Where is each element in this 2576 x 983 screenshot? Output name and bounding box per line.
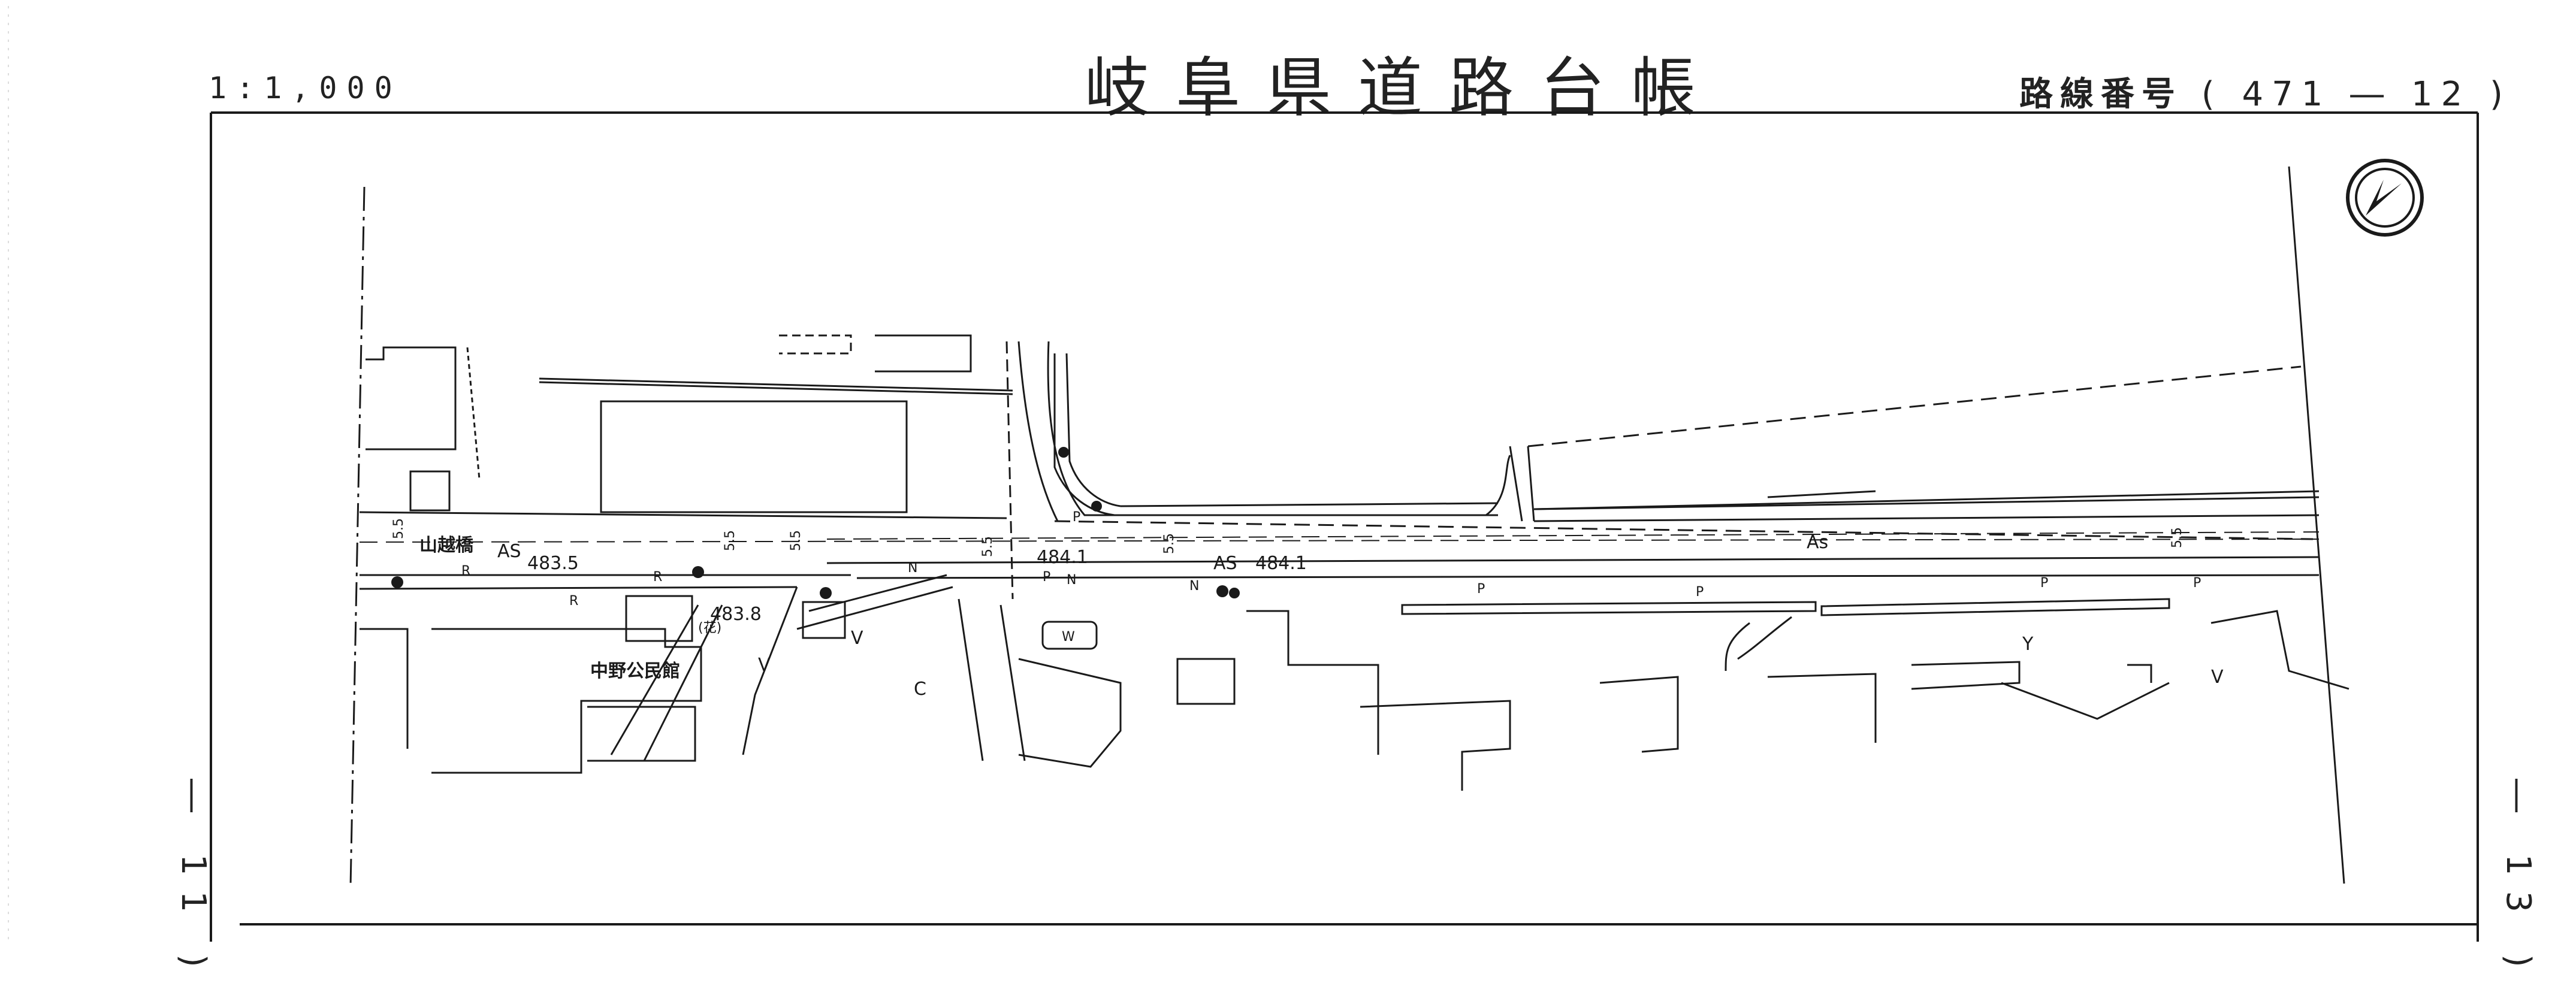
land-use-mark: Y bbox=[2022, 634, 2034, 655]
land-use-mark: V bbox=[2211, 667, 2224, 688]
building-outlines bbox=[360, 334, 2349, 791]
route-number: 路線番号 ( 471 ― 12 ) bbox=[2019, 67, 2511, 116]
width-label: 5.5 bbox=[391, 518, 406, 539]
road-edges bbox=[359, 341, 2320, 590]
symbol-label: P bbox=[1043, 570, 1050, 585]
width-label: 5.5 bbox=[2170, 527, 2185, 548]
route-number-label: 路線番号 bbox=[2019, 75, 2182, 114]
symbol-label: R bbox=[653, 570, 662, 585]
land-use-mark: C bbox=[914, 679, 926, 700]
road-boundary-dashed bbox=[1054, 365, 2314, 540]
symbol-label: P bbox=[1696, 585, 1704, 600]
surface-label: As bbox=[1807, 532, 1828, 553]
symbol-label: P bbox=[2040, 576, 2048, 591]
symbol-label: N bbox=[1067, 573, 1076, 588]
elevation-label: 484.1 bbox=[1037, 547, 1088, 568]
road-ledger-map: 山越橋 中野公民館 483.5 483.8 484.1 484.1 AS AS … bbox=[8, 6, 2479, 942]
sheet-boundaries bbox=[349, 166, 2345, 887]
dot-markers bbox=[391, 447, 1240, 599]
hall-label: 中野公民館 bbox=[590, 661, 680, 682]
surface-label: AS bbox=[1213, 553, 1237, 574]
sheet-frame bbox=[8, 6, 2479, 942]
elevation-label: 483.5 bbox=[527, 553, 579, 574]
width-label: 5.5 bbox=[723, 530, 738, 551]
symbol-label: P bbox=[1073, 510, 1080, 525]
bridge-label: 山越橋 bbox=[419, 535, 474, 556]
land-use-mark: V bbox=[851, 628, 863, 649]
misc-label: (花) bbox=[698, 621, 721, 636]
side-roads bbox=[466, 341, 1792, 761]
sidewalk-hatching bbox=[1053, 353, 2320, 616]
route-number-value: ( 471 ― 12 ) bbox=[2201, 75, 2511, 114]
land-use-mark: W bbox=[1062, 630, 1075, 645]
width-label: 5.5 bbox=[1162, 533, 1177, 554]
symbol-label: P bbox=[2193, 576, 2201, 591]
elevation-label: 483.8 bbox=[710, 604, 762, 625]
surface-label: AS bbox=[497, 541, 521, 562]
symbol-label: R bbox=[569, 594, 578, 609]
map-labels: 山越橋 中野公民館 483.5 483.8 484.1 484.1 AS AS … bbox=[391, 510, 2224, 700]
symbol-label: N bbox=[908, 561, 917, 576]
symbol-label: P bbox=[1477, 582, 1485, 597]
width-label: 5.5 bbox=[789, 530, 804, 551]
symbol-label: N bbox=[1189, 579, 1199, 594]
width-label: 5.5 bbox=[980, 536, 995, 557]
symbol-label: R bbox=[461, 564, 470, 579]
land-use-mark: V bbox=[758, 655, 771, 676]
scale-text: 1:1,000 bbox=[209, 71, 402, 105]
elevation-label: 484.1 bbox=[1255, 553, 1307, 574]
north-arrow-icon bbox=[2346, 159, 2424, 237]
